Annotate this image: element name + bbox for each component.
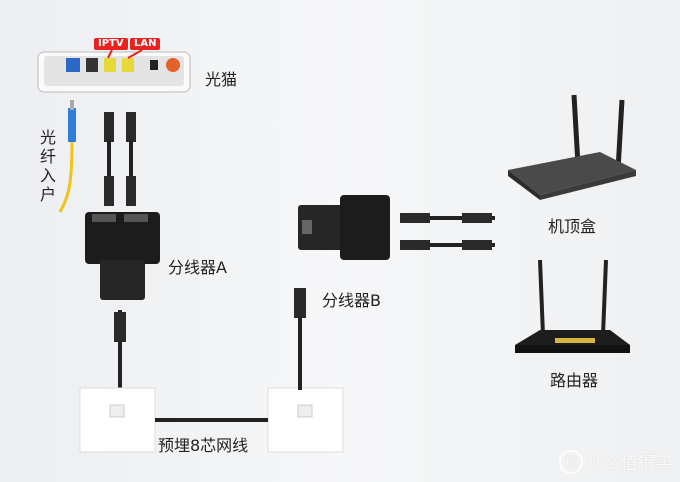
embedded-cable-label: 预埋8芯网线	[158, 436, 249, 455]
watermark: 值 什么值得买	[559, 449, 672, 474]
splitter-a-device	[85, 212, 160, 390]
wall-plate-right	[267, 387, 344, 453]
fiber-in-label: 光纤入户	[40, 128, 57, 204]
splitter-b-label: 分线器B	[322, 291, 381, 310]
modem-label: 光猫	[205, 70, 238, 89]
patch-cable-b	[294, 288, 306, 390]
splitter-b-device	[298, 195, 390, 260]
watermark-text: 什么值得买	[587, 454, 672, 474]
wall-plate-left	[79, 387, 156, 453]
router-device	[515, 259, 630, 353]
watermark-logo-icon: 值	[559, 449, 583, 474]
patch-cables-a	[104, 112, 136, 206]
fiber-cable	[58, 100, 76, 213]
patch-cables-out	[400, 213, 495, 250]
set-top-box-device	[508, 94, 636, 200]
iptv-port-tag: IPTV	[94, 38, 128, 50]
set-top-box-label: 机顶盒	[548, 217, 597, 236]
lan-port-tag: LAN	[130, 38, 161, 50]
router-label: 路由器	[550, 371, 599, 390]
modem-device	[37, 49, 191, 93]
splitter-a-label: 分线器A	[168, 258, 227, 277]
